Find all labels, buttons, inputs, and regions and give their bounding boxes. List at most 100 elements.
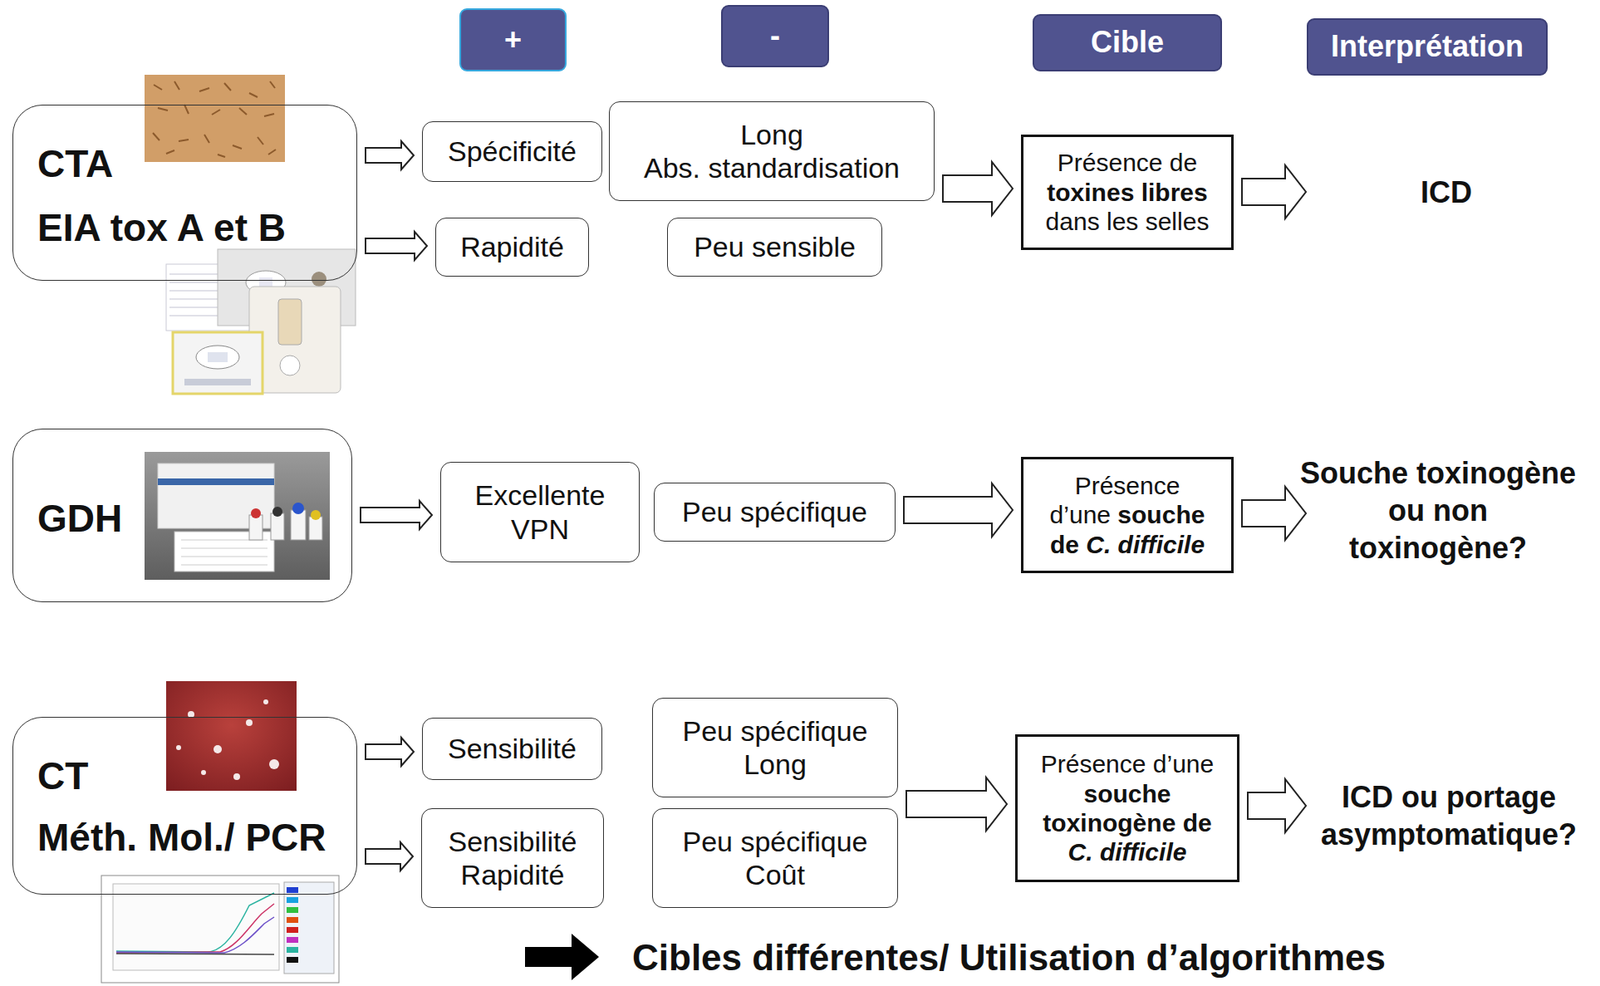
pcr-curve-graph-part xyxy=(284,882,334,974)
word: Coût xyxy=(745,858,805,891)
word: de xyxy=(1050,530,1086,559)
box-text: Spécificité xyxy=(447,134,577,168)
text-line: Présence xyxy=(1050,471,1206,501)
culture-plate-photo-part xyxy=(166,681,297,791)
word: Sensibilité xyxy=(448,825,578,858)
word: Présence xyxy=(1040,750,1154,778)
word: libres xyxy=(1141,178,1208,207)
culture-plate-photo-part xyxy=(201,770,207,776)
block-arrow xyxy=(365,141,414,170)
word: les xyxy=(1106,207,1146,236)
word: souche xyxy=(1083,780,1171,808)
text-line: Coût xyxy=(682,858,868,892)
interpretation-arrow-part xyxy=(1241,486,1306,540)
gdh-kit-photo-part xyxy=(181,539,268,565)
word: ICD xyxy=(1341,780,1402,815)
text-line: asymptomatique? xyxy=(1320,815,1577,854)
word: souche xyxy=(1117,500,1205,529)
column-header: Cible xyxy=(1032,14,1223,72)
word: dans xyxy=(1045,207,1107,236)
pcr-curve-graph-part xyxy=(286,907,299,913)
pcr-curve-graph-part xyxy=(116,917,275,953)
text-line: Long xyxy=(682,747,868,781)
text-line: toxines libres xyxy=(1045,177,1210,207)
text-holder: Cible xyxy=(1090,24,1164,60)
method-name: CTA xyxy=(37,141,113,187)
word: difficile xyxy=(1118,530,1205,559)
word: Peu xyxy=(682,825,741,858)
box-text: Rapidité xyxy=(460,230,565,264)
word: ou xyxy=(1401,780,1447,815)
culture-plate-photo-part xyxy=(245,719,253,727)
interpretation-text: Souche toxinogène ou non toxinogène? xyxy=(1300,454,1576,567)
text-holder: Long Abs. standardisation xyxy=(643,117,900,185)
culture-plate-photo-part xyxy=(269,759,280,770)
word: spécifique xyxy=(740,825,868,858)
text-line: VPN xyxy=(475,512,606,546)
word: toxinogène xyxy=(1042,809,1183,837)
text-holder: Sensibilité Rapidité xyxy=(448,824,578,892)
cell-culture-photo xyxy=(144,74,285,162)
word: Excellente xyxy=(475,479,606,511)
conclusion-arrow-part xyxy=(525,933,599,981)
text-line: toxinogène? xyxy=(1300,529,1576,567)
cell-culture-photo-part xyxy=(144,74,285,162)
method-name: EIA tox A et B xyxy=(37,205,286,251)
advantage-box: Spécificité xyxy=(422,121,603,182)
box-text: Peu spécifique Coût xyxy=(682,824,868,892)
rapid-test-kits-part xyxy=(311,271,327,287)
block-arrow xyxy=(903,483,1013,537)
gdh-kit-photo-part xyxy=(309,516,323,540)
box-text: Sensibilité xyxy=(447,731,577,766)
column-header: Interprétation xyxy=(1306,18,1548,76)
rapid-test-kits-part xyxy=(184,378,251,386)
pcr-curve-graph-part xyxy=(286,887,299,894)
rapid-test-kits-part xyxy=(172,332,263,394)
text-line: Présence de xyxy=(1045,147,1210,177)
pcr-curve-graph-part xyxy=(286,957,299,963)
box-text: Peu spécifique xyxy=(682,495,868,529)
gdh-kit-photo-part xyxy=(292,502,305,515)
block-arrow xyxy=(360,500,432,530)
block-arrow xyxy=(942,161,1013,216)
word: de xyxy=(1182,809,1213,837)
word: Abs. xyxy=(643,152,708,184)
method-name: Méth. Mol./ PCR xyxy=(37,814,327,860)
box-text: Peu sensible xyxy=(693,230,856,264)
box-text: Sensibilité Rapidité xyxy=(448,824,578,892)
drawback-box: Peu spécifique Coût xyxy=(652,808,899,908)
gdh-kit-photo-part xyxy=(310,510,321,521)
word: ou xyxy=(1388,493,1434,528)
word: d’une xyxy=(1050,500,1119,529)
advantage-box: Sensibilité Rapidité xyxy=(421,808,604,908)
method-name: CT xyxy=(37,753,89,799)
text-line: d’une souche xyxy=(1050,500,1206,530)
target-box: Présence d’une souche toxinogène de C. d… xyxy=(1015,734,1240,883)
gdh-kit-photo-part xyxy=(157,478,275,486)
rapid-test-kits-part xyxy=(279,355,300,376)
box-text: - xyxy=(770,18,781,54)
text-line: Présence d’une xyxy=(1040,749,1214,779)
pcr-curve-graph-part xyxy=(116,893,275,953)
box-text: Peu spécifique Long xyxy=(682,714,868,781)
culture-plate-photo xyxy=(166,681,297,791)
column-header: - xyxy=(721,4,830,68)
text-holder: Présence de toxines libres dans les sell… xyxy=(1045,147,1210,236)
method-box: CTA EIA tox A et B xyxy=(12,104,358,281)
culture-plate-photo-part xyxy=(233,773,241,781)
word: toxinogène xyxy=(1416,456,1576,491)
interpretation-arrow-part xyxy=(1247,779,1306,833)
word: C. xyxy=(1068,838,1100,866)
word: C. xyxy=(1085,530,1118,559)
gdh-kit-photo-part xyxy=(272,506,283,517)
word: Long xyxy=(743,748,807,781)
interpretation-arrow xyxy=(1241,165,1306,833)
box-text: Présence d’une souche de C. difficile xyxy=(1050,471,1206,560)
pcr-curve-graph-part xyxy=(286,947,299,953)
target-box: Présence d’une souche de C. difficile xyxy=(1020,456,1234,574)
text-line: Peu spécifique xyxy=(682,714,868,748)
rapid-test-kits-part xyxy=(196,345,240,369)
block-arrow xyxy=(365,737,414,766)
advantage-box: Rapidité xyxy=(435,217,589,277)
